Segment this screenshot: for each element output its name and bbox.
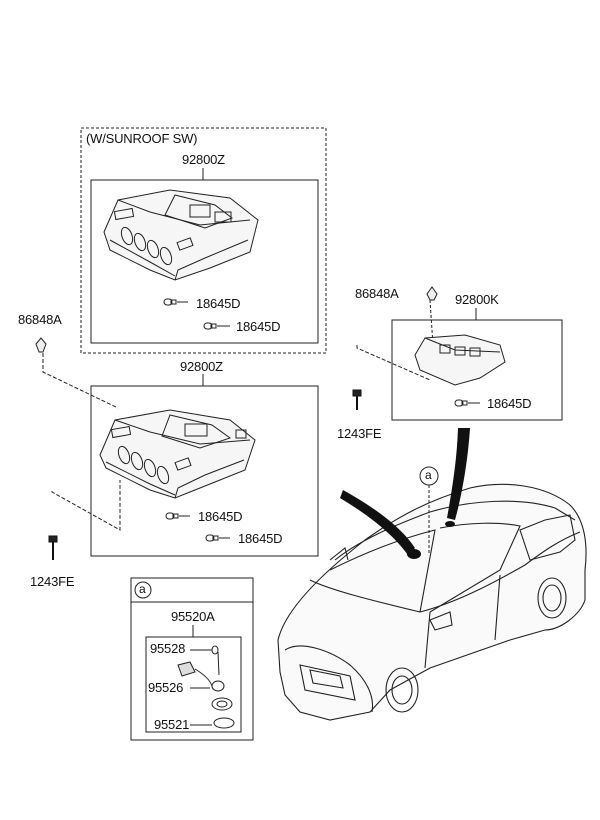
sunroof-assembly-box: [90, 179, 319, 344]
right-bulb-part-number: 18645D: [487, 396, 532, 411]
main-bulb-2-part-number: 18645D: [238, 531, 283, 546]
main-screw-drawing: [48, 535, 58, 560]
right-screw-part-number: 1243FE: [337, 426, 382, 441]
main-bulb-2-drawing: [205, 534, 230, 542]
right-clip-part-number: 86848A: [355, 286, 399, 301]
sunroof-bulb-2-drawing: [203, 322, 230, 330]
main-bulb-1-drawing: [165, 512, 190, 520]
sunroof-bulb-2-part-number: 18645D: [236, 319, 281, 334]
car-marker: a: [425, 468, 432, 482]
sunroof-bulb-1-part-number: 18645D: [196, 296, 241, 311]
detail-a-parts-drawing: [177, 645, 235, 729]
sunroof-overhead-lamp-drawing: [103, 189, 259, 281]
main-overhead-lamp-drawing: [99, 409, 256, 499]
sunroof-group-dashed-box: [80, 127, 327, 354]
detail-a-marker: a: [139, 582, 146, 596]
sunroof-group-title: (W/SUNROOF SW): [86, 131, 198, 146]
sunroof-bulb-1-drawing: [163, 298, 188, 306]
right-assembly-box: [391, 319, 563, 421]
pointer-to-main-lamp: [340, 490, 415, 555]
detail-a-part-95528: 95528: [150, 641, 186, 656]
main-bulb-1-part-number: 18645D: [198, 509, 243, 524]
right-clip-drawing: [426, 286, 438, 301]
detail-a-assembly-part-number: 95520A: [171, 609, 215, 624]
detail-a-marker-circle: [134, 581, 152, 599]
pointer-to-rear-lamp: [447, 428, 470, 520]
right-bulb-drawing: [454, 399, 480, 407]
main-assembly-box: [90, 385, 319, 557]
car-drawing: [277, 483, 587, 721]
right-overhead-lamp-drawing: [414, 334, 506, 386]
right-assembly-part-number: 92800K: [455, 292, 499, 307]
detail-a-part-95521: 95521: [154, 717, 190, 732]
right-screw-drawing: [352, 389, 362, 410]
detail-a-part-95526: 95526: [148, 680, 184, 695]
main-clip-part-number: 86848A: [18, 312, 62, 327]
main-clip-drawing: [35, 337, 47, 353]
main-screw-part-number: 1243FE: [30, 574, 75, 589]
detail-a-outer-box: [130, 577, 254, 741]
sunroof-assembly-part-number: 92800Z: [182, 152, 225, 167]
main-assembly-part-number: 92800Z: [180, 359, 223, 374]
